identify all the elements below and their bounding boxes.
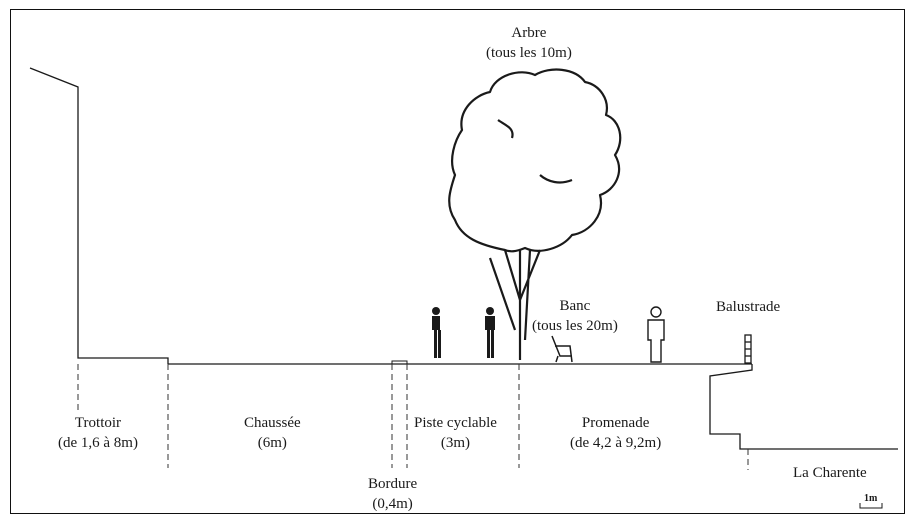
label-chaussee: Chaussée (6m) [244,413,301,453]
label-arbre-detail: (tous les 10m) [486,45,572,61]
balustrade-icon [744,334,752,364]
label-trottoir-detail: (de 1,6 à 8m) [58,435,138,451]
pedestrian-icon [647,306,665,363]
label-bordure-detail: (0,4m) [372,496,413,512]
label-balustrade: Balustrade [716,297,780,317]
label-trottoir-title: Trottoir [74,415,122,431]
label-bordure-title: Bordure [368,476,418,492]
label-banc: Banc (tous les 20m) [532,296,618,336]
curb [391,360,408,365]
building-facade [29,67,169,364]
label-balustrade-title: Balustrade [716,299,781,315]
tree-icon [448,68,622,360]
label-riviere-title: La Charente [793,465,867,481]
label-promenade-detail: (de 4,2 à 9,2m) [570,435,662,451]
label-arbre: Arbre (tous les 10m) [486,23,572,63]
label-chaussee-detail: (6m) [257,435,287,451]
quay-wall [709,364,898,450]
label-banc-detail: (tous les 20m) [532,318,618,334]
cyclist-icon [432,307,441,358]
label-piste-detail: (3m) [440,435,471,451]
label-banc-title: Banc [559,298,591,314]
label-piste-title: Piste cyclable [414,415,497,431]
label-piste-cyclable: Piste cyclable (3m) [414,413,497,453]
label-trottoir: Trottoir (de 1,6 à 8m) [58,413,138,453]
zone-separators [77,364,749,470]
label-arbre-title: Arbre [511,25,547,41]
label-chaussee-title: Chaussée [244,415,301,431]
scale-label: 1m [864,493,878,504]
scale-bar [859,503,883,509]
label-promenade: Promenade (de 4,2 à 9,2m) [570,413,661,453]
label-promenade-title: Promenade [581,415,650,431]
bench-icon [551,335,573,363]
label-la-charente: La Charente [793,463,867,483]
label-bordure: Bordure (0,4m) [368,474,417,514]
diagram-frame [10,9,905,514]
cyclist-icon [485,307,495,358]
